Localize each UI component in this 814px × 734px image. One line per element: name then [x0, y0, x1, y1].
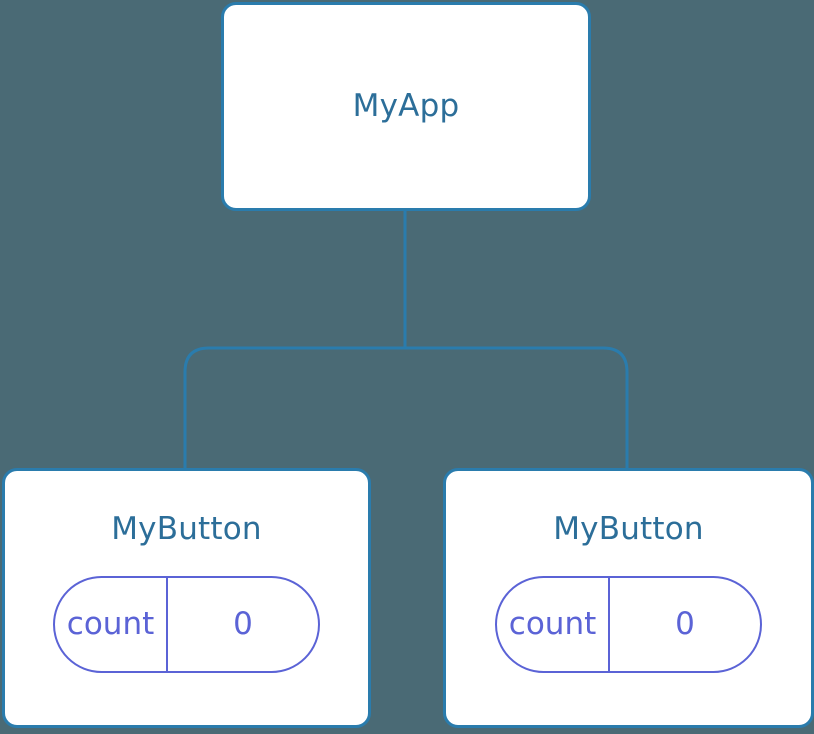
- state-value[interactable]: 0: [168, 578, 318, 671]
- link-branch-bar: [183, 346, 629, 468]
- state-key-label: count: [66, 606, 155, 642]
- state-key: count: [55, 578, 169, 671]
- node-title: MyButton: [553, 511, 704, 547]
- tree-node-mybutton-0[interactable]: MyButton count 0: [2, 468, 371, 728]
- tree-node-mybutton-1[interactable]: MyButton count 0: [443, 468, 814, 728]
- state-value[interactable]: 0: [610, 578, 760, 671]
- node-title: MyApp: [352, 88, 460, 124]
- state-pill[interactable]: count 0: [495, 576, 762, 673]
- tree-node-myapp[interactable]: MyApp: [221, 2, 591, 211]
- state-pill[interactable]: count 0: [53, 576, 320, 673]
- state-key: count: [497, 578, 611, 671]
- state-key-label: count: [508, 606, 597, 642]
- state-value-label: 0: [675, 606, 695, 642]
- state-value-label: 0: [233, 606, 253, 642]
- node-title: MyButton: [111, 511, 262, 547]
